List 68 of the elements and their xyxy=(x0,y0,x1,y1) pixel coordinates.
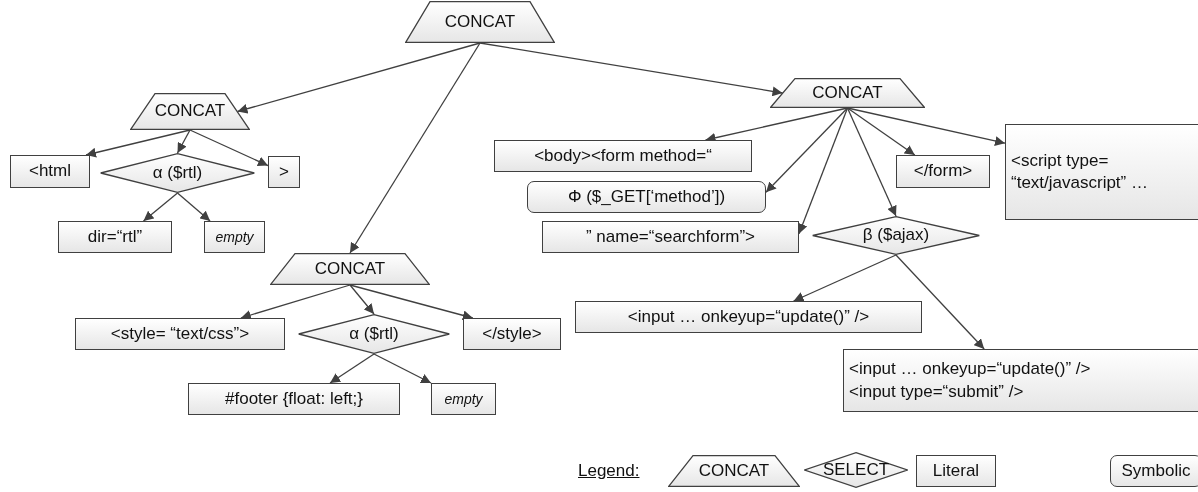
arrow xyxy=(142,192,179,222)
literal-box xyxy=(1005,124,1198,220)
node-label: <style= “text/css”> xyxy=(110,322,250,345)
arrow xyxy=(236,42,481,114)
node-label: </form> xyxy=(913,160,973,183)
literal-box xyxy=(10,155,90,188)
select-diamond xyxy=(298,314,450,354)
node-label: <body><form method=“ xyxy=(534,144,712,167)
node-label: dir=“rtl” xyxy=(87,225,143,248)
arrow xyxy=(373,353,432,384)
arrow xyxy=(846,107,897,217)
arrow xyxy=(176,129,191,154)
arrow xyxy=(176,192,211,222)
literal-box xyxy=(463,318,561,350)
arrow xyxy=(189,129,269,167)
arrow xyxy=(797,107,849,235)
node-label: α ($rtl) xyxy=(349,322,399,345)
node-label: #footer {float: left;} xyxy=(225,387,363,410)
literal-box xyxy=(542,221,799,253)
arrow xyxy=(895,254,985,350)
legend-label: SELECT xyxy=(822,459,890,482)
arrow xyxy=(240,284,351,320)
legend-label: Symbolic xyxy=(1121,460,1191,483)
arrow xyxy=(329,353,375,384)
node-label: <html xyxy=(28,160,71,183)
select-diamond xyxy=(100,153,255,193)
node-label: <script type= “text/javascript” … xyxy=(1011,149,1149,194)
node-label: CONCAT xyxy=(812,81,883,104)
literal-box xyxy=(843,349,1198,412)
arrow xyxy=(85,129,191,158)
arrow xyxy=(349,42,481,254)
concat-trapezoid xyxy=(270,253,430,285)
node-label: </style> xyxy=(482,322,542,345)
node-label: CONCAT xyxy=(154,100,226,123)
node-label: Φ ($_GET[‘method’]) xyxy=(567,185,726,208)
node-label: ” name=“searchform”> xyxy=(585,225,756,248)
node-label: <input … onkeyup=“update()” /> xyxy=(849,358,1091,381)
node-label: CONCAT xyxy=(314,257,386,280)
literal-box xyxy=(58,221,172,253)
concat-trapezoid xyxy=(405,1,555,43)
arrow xyxy=(792,254,897,302)
node-label: empty xyxy=(444,389,483,409)
select-diamond xyxy=(812,216,980,255)
arrow xyxy=(846,107,916,156)
arrow xyxy=(349,284,375,315)
node-label: α ($rtl) xyxy=(152,161,203,184)
node-label: <input type=“submit” /> xyxy=(849,380,1024,403)
literal-box xyxy=(75,318,285,350)
literal-box xyxy=(188,383,400,415)
node-label: > xyxy=(279,160,289,183)
concat-trapezoid xyxy=(130,93,250,130)
concat-trapezoid xyxy=(770,78,925,108)
arrow xyxy=(765,107,849,193)
legend-label: CONCAT xyxy=(698,460,770,483)
literal-box xyxy=(896,155,990,188)
literal-box xyxy=(431,383,496,415)
literal-box xyxy=(494,140,752,172)
node-label: CONCAT xyxy=(444,10,516,33)
arrow xyxy=(479,42,784,97)
node-label: <input … onkeyup=“update()” /> xyxy=(627,305,870,328)
literal-box xyxy=(268,156,300,188)
legend-heading: Legend: xyxy=(578,460,640,482)
node-label: empty xyxy=(215,227,254,247)
node-label: β ($ajax) xyxy=(862,224,930,247)
literal-box xyxy=(575,301,922,333)
symbolic-rounded-box xyxy=(527,181,766,213)
legend-label: Literal xyxy=(932,460,980,483)
literal-box xyxy=(204,221,265,253)
